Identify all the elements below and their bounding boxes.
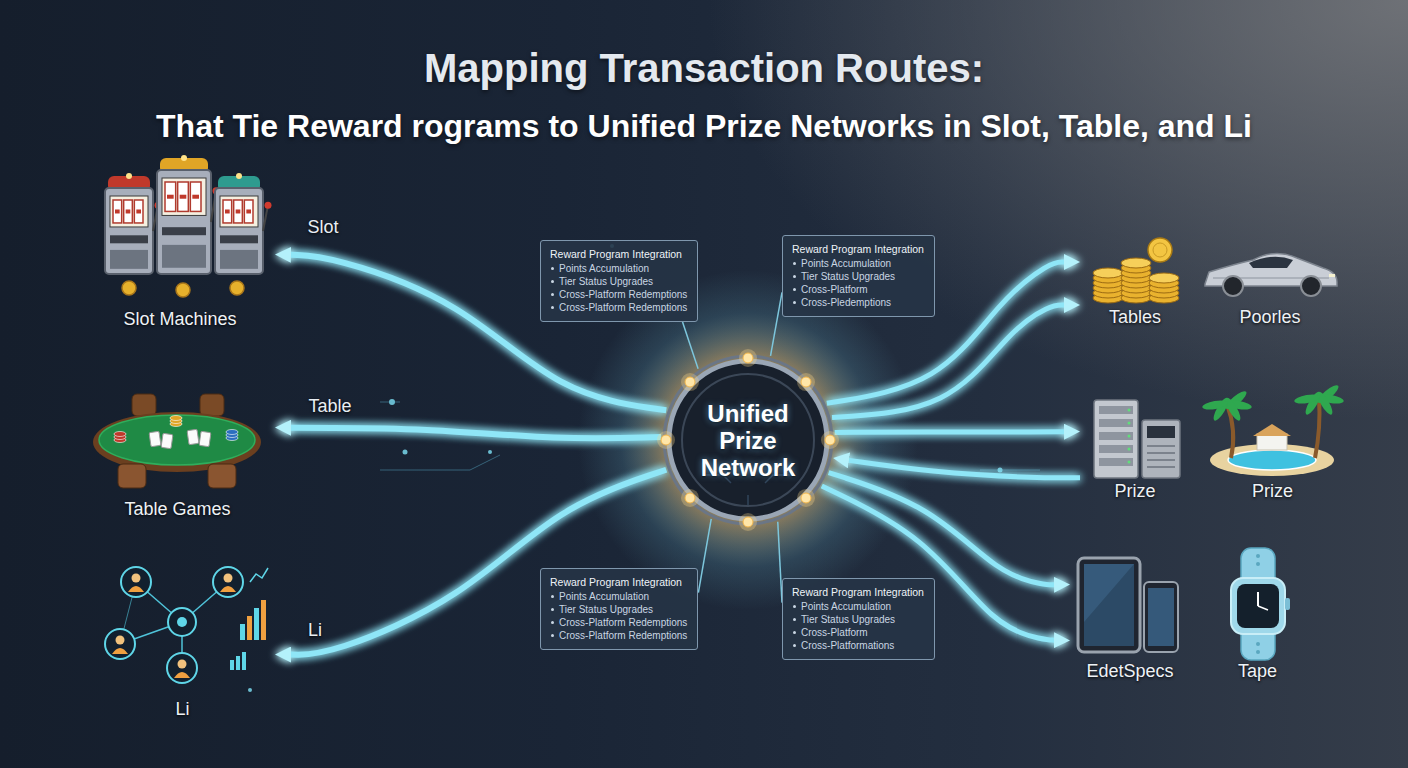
bullet-item: Cross-Pledemptions <box>792 296 924 309</box>
bullet-item: Points Accumulation <box>792 257 924 270</box>
edge-label: Table <box>308 395 351 417</box>
bullet-item: Tier Status Upgrades <box>792 613 924 626</box>
box-heading: Reward Program Integration <box>550 575 687 589</box>
subtitle: That Tie Reward rograms to Unified Prize… <box>156 108 1252 145</box>
slot-machines-icon: Slot Machines <box>85 150 275 330</box>
flow-arrow <box>835 429 1064 435</box>
car-icon: Poorles <box>1195 236 1345 328</box>
info-box: Reward Program IntegrationPoints Accumul… <box>540 568 698 650</box>
info-box: Reward Program IntegrationPoints Accumul… <box>782 235 935 317</box>
flow-arrow <box>849 460 1080 477</box>
leader-line <box>683 322 699 369</box>
bullet-item: Cross-Platform Redemptions <box>550 301 687 314</box>
icon-caption: Prize <box>1252 480 1293 502</box>
icon-caption: Prize <box>1114 480 1155 502</box>
bullet-item: Points Accumulation <box>550 262 687 275</box>
bullet-item: Cross-Platform Redemptions <box>550 288 687 301</box>
info-box: Reward Program IntegrationPoints Accumul… <box>782 578 935 660</box>
icon-caption: Tape <box>1238 660 1277 682</box>
icon-caption: Poorles <box>1239 306 1300 328</box>
bullet-item: Cross-Platform Redemptions <box>550 629 687 642</box>
bullet-item: Tier Status Upgrades <box>550 275 687 288</box>
leader-line <box>771 292 782 356</box>
info-box: Reward Program IntegrationPoints Accumul… <box>540 240 698 322</box>
hub-circle: Unified Prize Network <box>663 355 833 525</box>
icon-caption: Table Games <box>124 498 230 520</box>
server-icon: Prize <box>1080 392 1190 502</box>
edge-label-wrap: Slot <box>307 216 338 238</box>
bullet-item: Points Accumulation <box>792 600 924 613</box>
flow-arrow <box>829 473 1054 585</box>
title-bar: Mapping Transaction Routes: <box>0 46 1408 91</box>
flow-arrow <box>832 305 1064 417</box>
box-heading: Reward Program Integration <box>792 585 924 599</box>
edge-label-wrap: Li <box>308 619 322 641</box>
network-icon: Li <box>90 560 275 720</box>
table-games-icon: Table Games <box>80 380 275 520</box>
icon-caption: Tables <box>1109 306 1161 328</box>
box-heading: Reward Program Integration <box>792 242 924 256</box>
flow-arrow <box>291 428 661 439</box>
label-bar: That Tie Reward rograms to Unified Prize… <box>0 108 1408 145</box>
bullet-item: Cross-Platform <box>792 283 924 296</box>
box-heading: Reward Program Integration <box>550 247 687 261</box>
bullet-item: Cross-Platform <box>792 626 924 639</box>
coins-icon: Tables <box>1080 228 1190 328</box>
bullet-item: Points Accumulation <box>550 590 687 603</box>
bullet-item: Tier Status Upgrades <box>792 270 924 283</box>
edge-label: Slot <box>307 216 338 238</box>
icon-caption: Slot Machines <box>123 308 236 330</box>
watch-icon: Tape <box>1205 548 1310 682</box>
bullet-item: Cross-Platform Redemptions <box>550 616 687 629</box>
icon-caption: EdetSpecs <box>1086 660 1173 682</box>
diagram-title: Mapping Transaction Routes: <box>424 46 984 91</box>
edge-label: Li <box>308 619 322 641</box>
resort-icon: Prize <box>1205 378 1340 502</box>
bullet-item: Tier Status Upgrades <box>550 603 687 616</box>
bullet-item: Cross-Platformations <box>792 639 924 652</box>
tablet-icon: EdetSpecs <box>1070 552 1190 682</box>
slot-machines-icon-art <box>85 150 275 330</box>
edge-label-wrap: Table <box>308 395 351 417</box>
icon-caption: Li <box>175 698 189 720</box>
network-icon-art <box>90 560 275 720</box>
leader-line <box>698 519 711 593</box>
hub-title: Unified Prize Network <box>682 400 814 481</box>
